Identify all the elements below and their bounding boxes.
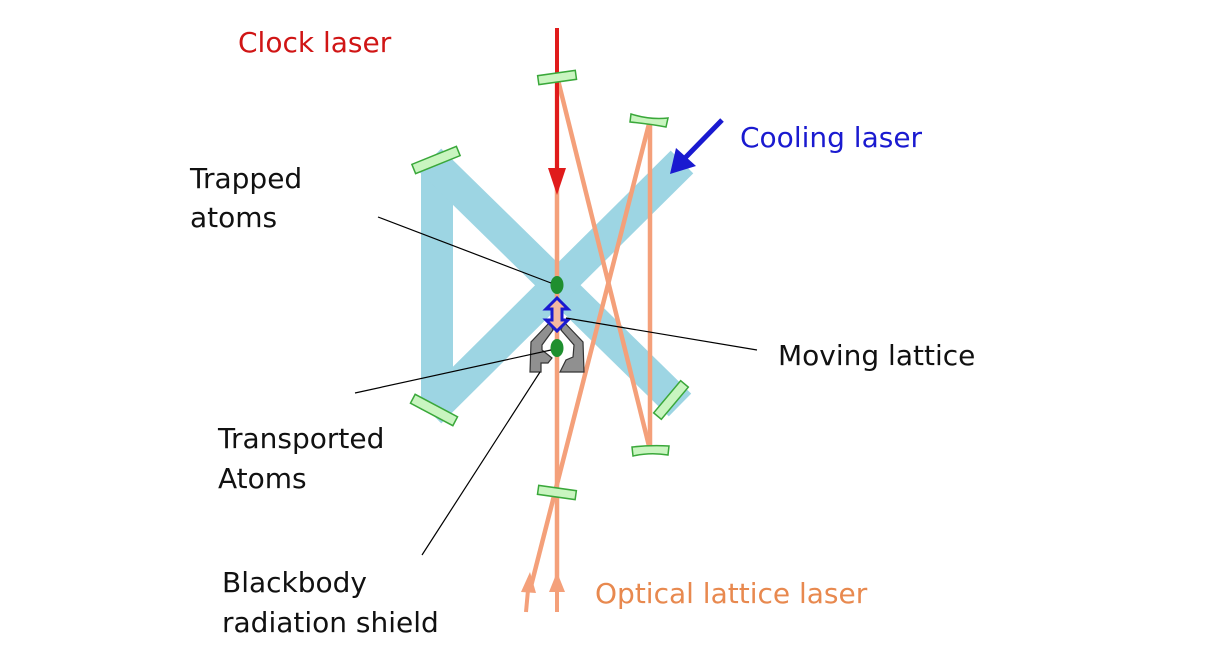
blackbody-radiation-shield xyxy=(529,320,585,373)
leader-lines xyxy=(354,216,758,556)
mirror-right-top xyxy=(629,113,669,128)
blackbody-label-line2: radiation shield xyxy=(222,606,439,639)
trapped-atoms-label-line1: Trapped xyxy=(189,162,302,195)
mirror-right-bottom xyxy=(652,379,690,421)
mirror-left-bottom xyxy=(409,393,459,427)
clock-laser-label: Clock laser xyxy=(238,26,392,59)
mirror-bottom xyxy=(536,484,578,501)
optical-lattice-laser-label: Optical lattice laser xyxy=(595,577,868,610)
lattice-input-arrows xyxy=(521,572,565,613)
trapped-atoms-label-line2: atoms xyxy=(190,201,277,234)
transported-atoms-label-line2: Atoms xyxy=(218,462,307,495)
transported-atoms-label-line1: Transported xyxy=(217,422,384,455)
cooling-laser-arrow-icon xyxy=(670,118,724,174)
cooling-laser-label: Cooling laser xyxy=(740,121,923,154)
mirrors xyxy=(409,69,690,501)
transported-atoms xyxy=(550,339,564,357)
mirror-left-top xyxy=(410,145,462,175)
trapped-atoms xyxy=(550,276,564,294)
mirror-top xyxy=(536,69,578,86)
clock-laser-beam xyxy=(548,28,566,195)
moving-lattice-label: Moving lattice xyxy=(778,339,975,372)
moving-lattice-double-arrow-icon xyxy=(542,295,572,334)
mirror-right-bottom-curved xyxy=(631,444,670,457)
blackbody-label-line1: Blackbody xyxy=(222,566,367,599)
